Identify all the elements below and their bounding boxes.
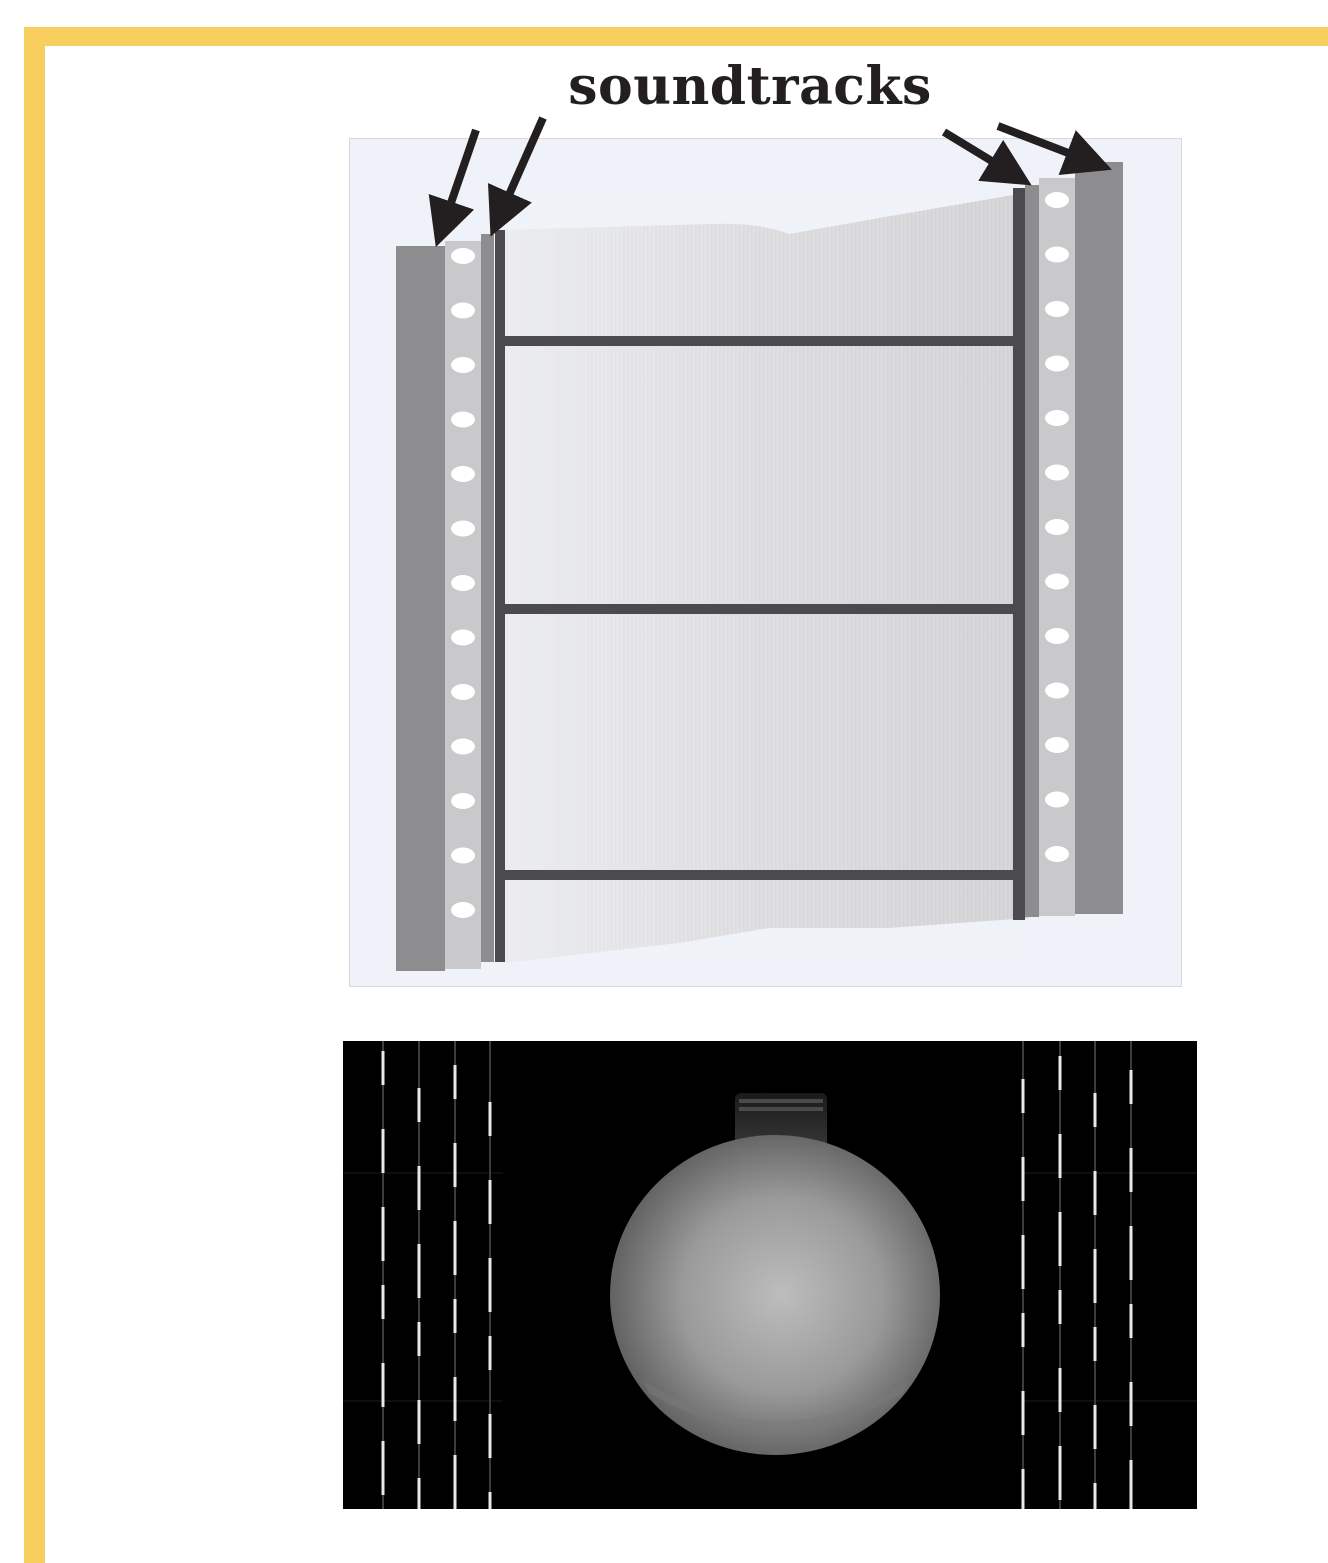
arrow-icon xyxy=(944,132,1018,177)
arrow-icon xyxy=(998,126,1097,164)
bottle-body xyxy=(610,1135,940,1455)
arrow-icon xyxy=(441,130,476,232)
film-photo xyxy=(343,1041,1197,1509)
arrow-icon xyxy=(497,118,543,222)
